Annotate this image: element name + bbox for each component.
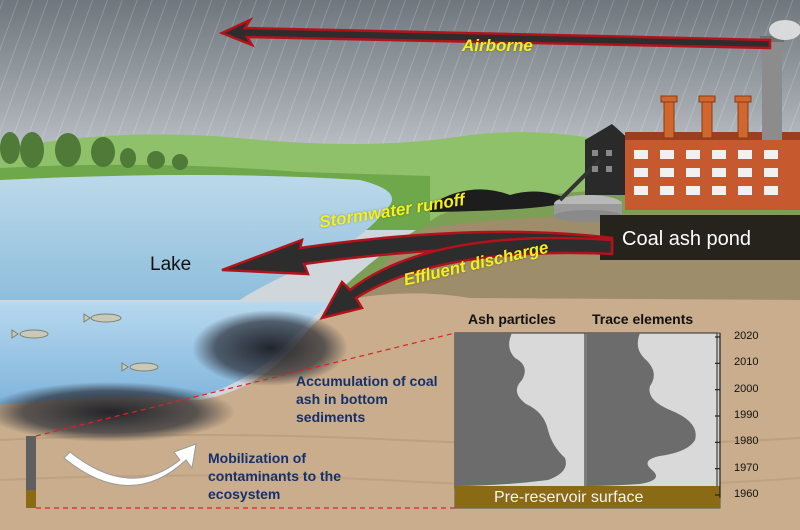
airborne-arrow bbox=[218, 17, 772, 50]
trace-elements-profile bbox=[587, 333, 696, 486]
mobilization-label: Mobilization of contaminants to the ecos… bbox=[208, 450, 342, 502]
year-tick-label: 2000 bbox=[734, 382, 759, 395]
pre-reservoir-surface-label: Pre-reservoir surface bbox=[494, 489, 644, 506]
lake-label: Lake bbox=[150, 254, 192, 275]
effluent-discharge-arrow bbox=[319, 236, 614, 320]
tree-line bbox=[0, 132, 188, 170]
ash-accumulation-bottom bbox=[0, 382, 235, 442]
ash-particles-profile bbox=[455, 333, 566, 486]
smoke-plume bbox=[769, 20, 800, 40]
airborne-label: Airborne bbox=[462, 36, 533, 55]
year-tick-label: 1970 bbox=[734, 461, 759, 474]
smokestack bbox=[762, 40, 782, 140]
pre-reservoir-band bbox=[455, 486, 720, 508]
year-tick-label: 2010 bbox=[734, 356, 759, 369]
accumulation-label: Accumulation of coal ash in bottom sedim… bbox=[296, 373, 438, 425]
mobilization-arrow bbox=[63, 443, 197, 486]
coal-tower bbox=[585, 124, 630, 195]
year-tick-label: 1990 bbox=[734, 409, 759, 421]
trace-elements-title: Trace elements bbox=[592, 311, 694, 327]
core-sample bbox=[26, 436, 36, 508]
sediment-profile-chart bbox=[454, 332, 721, 509]
year-tick-label: 1960 bbox=[734, 488, 759, 500]
coal-ash-pond-label: Coal ash pond bbox=[622, 228, 751, 250]
year-tick-marks bbox=[715, 336, 720, 496]
year-tick-label: 2020 bbox=[734, 330, 759, 342]
power-plant-windows bbox=[634, 150, 778, 195]
coal-ash-pond-area bbox=[600, 215, 800, 260]
coal-pile bbox=[430, 189, 570, 212]
dashed-guide-lines bbox=[35, 332, 456, 509]
lake-surface bbox=[0, 175, 392, 300]
ash-accumulation-slope bbox=[192, 310, 348, 386]
ash-particles-title: Ash particles bbox=[468, 311, 556, 327]
fish-icon bbox=[11, 313, 159, 372]
year-tick-label: 1980 bbox=[734, 435, 759, 448]
chimneys bbox=[660, 95, 752, 139]
